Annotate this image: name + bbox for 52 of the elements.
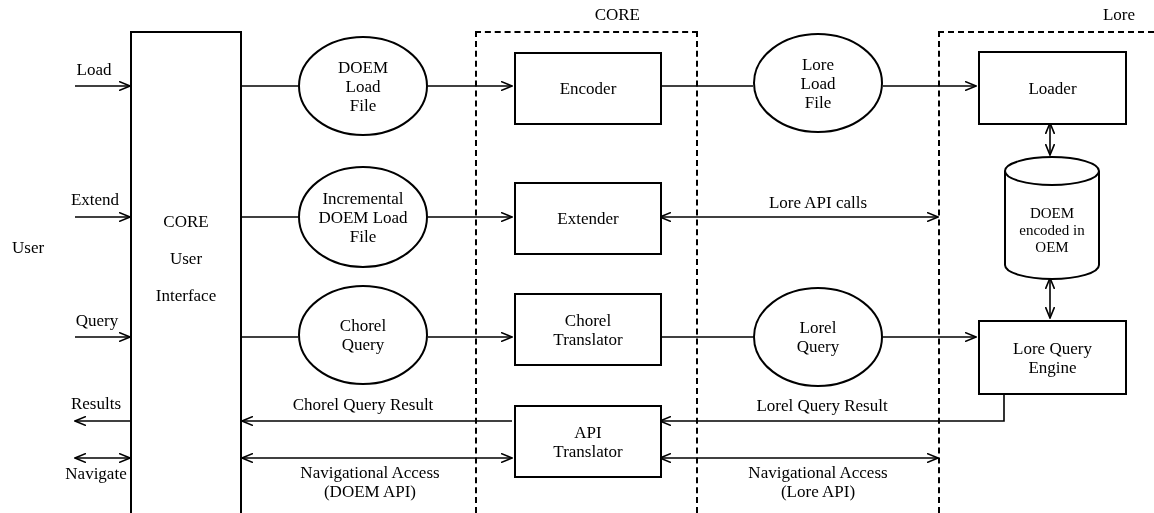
node-label: Chorel Query xyxy=(338,316,388,354)
node-label: Lore Load File xyxy=(799,54,837,112)
data-ellipse xyxy=(298,285,428,385)
node-label: Lorel Query xyxy=(795,318,841,356)
node-label: DOEM encoded in OEM xyxy=(1018,205,1086,256)
process-box xyxy=(978,51,1127,125)
arrow xyxy=(74,331,131,343)
arrow xyxy=(74,211,131,223)
edge-label: Navigate xyxy=(64,464,128,483)
arrow xyxy=(74,415,131,427)
region-heading: CORE xyxy=(594,5,640,25)
interface-box xyxy=(130,31,242,513)
process-box xyxy=(514,52,662,125)
database-cylinder xyxy=(1004,157,1100,280)
data-ellipse xyxy=(298,166,428,268)
node-label: Loader xyxy=(1027,78,1078,98)
arrow xyxy=(427,331,513,343)
edge-label: Lorel Query Result xyxy=(755,396,889,415)
region-heading: Lore xyxy=(1102,5,1135,25)
edge-label: Navigational Access (Lore API) xyxy=(747,463,889,501)
data-ellipse xyxy=(753,287,883,387)
node-label: Chorel Translator xyxy=(552,310,624,349)
arrow xyxy=(882,331,977,343)
edge-label: Chorel Query Result xyxy=(291,395,435,414)
arrow xyxy=(1044,277,1056,319)
node-label: Lore Query Engine xyxy=(1012,338,1093,377)
node-label: Encoder xyxy=(558,79,618,98)
data-ellipse xyxy=(753,33,883,133)
edge-label: Results xyxy=(69,394,123,413)
edge-label: Lore API calls xyxy=(767,193,869,212)
node-label: Incremental DOEM Load File xyxy=(317,188,409,246)
node-label: DOEM Load File xyxy=(336,57,390,115)
arrow xyxy=(427,80,513,92)
edge-label: Load xyxy=(75,60,113,79)
arrow xyxy=(74,80,131,92)
process-box xyxy=(514,182,662,255)
edge-label: Extend xyxy=(69,190,121,209)
data-ellipse xyxy=(298,36,428,136)
process-box xyxy=(978,320,1127,395)
arrow xyxy=(882,80,977,92)
node-label: API Translator xyxy=(552,422,624,461)
arrow xyxy=(427,211,513,223)
node-label: Extender xyxy=(556,209,620,228)
edge-label: Query xyxy=(74,311,120,330)
actor-label: User xyxy=(12,238,45,258)
process-box xyxy=(514,405,662,478)
box-label: CORE User Interface xyxy=(154,211,218,307)
arrow xyxy=(74,452,131,464)
arrow xyxy=(241,415,513,427)
edge-label: Navigational Access (DOEM API) xyxy=(299,463,441,501)
process-box xyxy=(514,293,662,366)
arrow xyxy=(241,452,513,464)
